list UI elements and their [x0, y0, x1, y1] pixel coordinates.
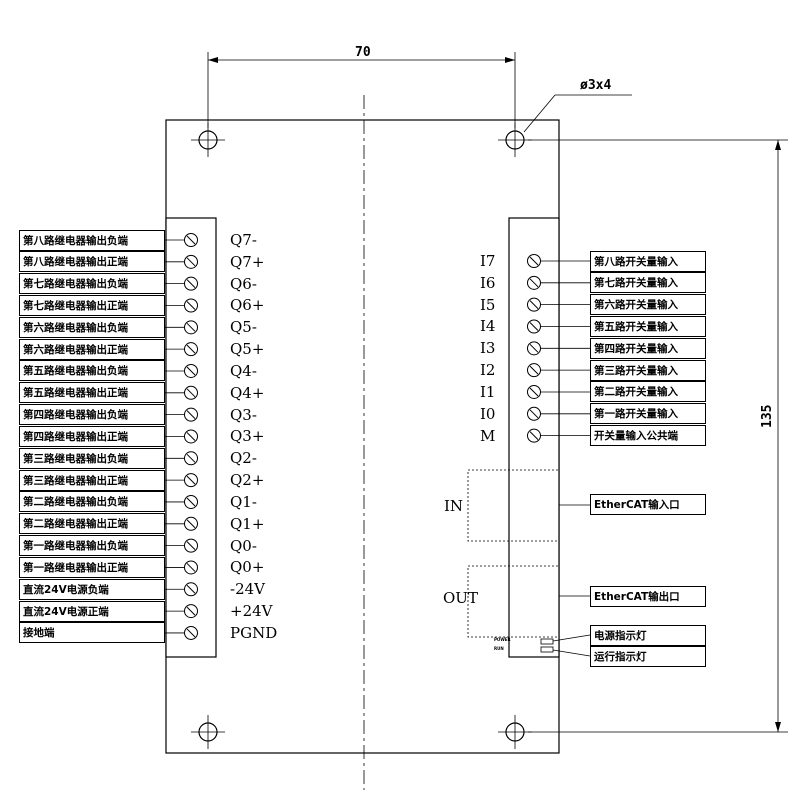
left-terminal-desc: 第二路继电器输出负端	[19, 491, 165, 513]
left-terminal-pin: Q3+	[230, 427, 265, 446]
right-terminal-desc: 第八路开关量输入	[590, 250, 706, 272]
left-terminal-desc: 直流24V电源负端	[19, 578, 165, 600]
right-terminal-desc: 第一路开关量输入	[590, 403, 706, 425]
left-terminal-desc: 第五路继电器输出负端	[19, 360, 165, 382]
left-terminal-desc: 第六路继电器输出负端	[19, 316, 165, 338]
width-dimension-label: 70	[355, 45, 371, 60]
left-terminal-pin: Q2-	[230, 449, 257, 468]
left-terminal-desc: 第六路继电器输出正端	[19, 338, 165, 360]
left-terminal-desc: 接地端	[19, 622, 165, 644]
port-in-label: IN	[444, 497, 464, 515]
right-terminal-pin: I1	[480, 382, 496, 401]
left-terminal-desc: 第五路继电器输出正端	[19, 382, 165, 404]
left-terminal-desc: 第三路继电器输出正端	[19, 469, 165, 491]
right-terminal-desc: 第五路开关量输入	[590, 315, 706, 337]
right-terminal-pin: I6	[480, 273, 496, 292]
left-terminal-desc: 第八路继电器输出正端	[19, 251, 165, 273]
port-out-desc: EtherCAT输出口	[590, 586, 706, 607]
left-terminal-pin: Q4+	[230, 383, 265, 402]
right-terminal-desc: 第二路开关量输入	[590, 381, 706, 403]
port-out-label: OUT	[443, 589, 478, 607]
left-terminal-desc: 第七路继电器输出负端	[19, 273, 165, 295]
left-terminal-pin: Q1-	[230, 492, 257, 511]
port-in-desc: EtherCAT输入口	[590, 494, 706, 515]
left-terminal-pin: -24V	[230, 580, 265, 599]
hole-spec-label: ø3x4	[580, 78, 612, 93]
left-terminal-desc: 第七路继电器输出正端	[19, 294, 165, 316]
left-terminal-desc: 第一路继电器输出负端	[19, 535, 165, 557]
run-led-tag: RUN	[494, 646, 504, 651]
left-terminal-pin: Q5-	[230, 318, 257, 337]
left-terminal-pin: Q0+	[230, 558, 265, 577]
right-terminal-desc: 第四路开关量输入	[590, 337, 706, 359]
left-terminal-pin: PGND	[230, 623, 278, 642]
right-terminal-pin: I3	[480, 339, 496, 358]
left-terminal-pin: Q6-	[230, 274, 257, 293]
left-terminal-pin: Q0-	[230, 536, 257, 555]
right-terminal-desc: 第六路开关量输入	[590, 294, 706, 316]
left-terminal-desc: 直流24V电源正端	[19, 600, 165, 622]
mounting-holes	[191, 123, 532, 749]
right-terminal-pin: I2	[480, 361, 496, 380]
right-terminal-pin: I5	[480, 295, 496, 314]
left-terminal-pin: Q5+	[230, 340, 265, 359]
power-led-tag: POWER	[494, 637, 511, 642]
left-terminal-pin: Q3-	[230, 405, 257, 424]
left-terminal-desc: 第三路继电器输出负端	[19, 447, 165, 469]
left-terminal-desc: 第二路继电器输出正端	[19, 513, 165, 535]
right-terminal-screws	[527, 254, 541, 443]
right-terminal-pin: I4	[480, 317, 496, 336]
left-terminal-pin: Q4-	[230, 361, 257, 380]
left-terminal-pin: Q7-	[230, 231, 257, 249]
right-terminal-pin: M	[480, 426, 496, 445]
run-led-desc: 运行指示灯	[590, 646, 706, 667]
left-terminal-desc: 第八路继电器输出负端	[19, 229, 165, 251]
left-terminal-pin: Q1+	[230, 514, 265, 533]
left-terminal-pin: Q6+	[230, 296, 265, 315]
left-terminal-desc: 第四路继电器输出正端	[19, 425, 165, 447]
right-terminal-desc: 第七路开关量输入	[590, 272, 706, 294]
height-dimension-label: 135	[760, 404, 775, 428]
left-terminal-pin: Q2+	[230, 471, 265, 490]
left-terminal-desc: 第一路继电器输出正端	[19, 556, 165, 578]
left-terminal-pin: +24V	[230, 602, 273, 621]
left-terminal-pin: Q7+	[230, 252, 265, 271]
right-terminal-pin: I7	[480, 252, 496, 270]
right-terminal-pin: I0	[480, 404, 496, 423]
right-terminal-desc: 开关量输入公共端	[590, 425, 706, 447]
power-led-desc: 电源指示灯	[590, 625, 706, 646]
right-terminal-desc: 第三路开关量输入	[590, 359, 706, 381]
left-terminal-desc: 第四路继电器输出负端	[19, 404, 165, 426]
